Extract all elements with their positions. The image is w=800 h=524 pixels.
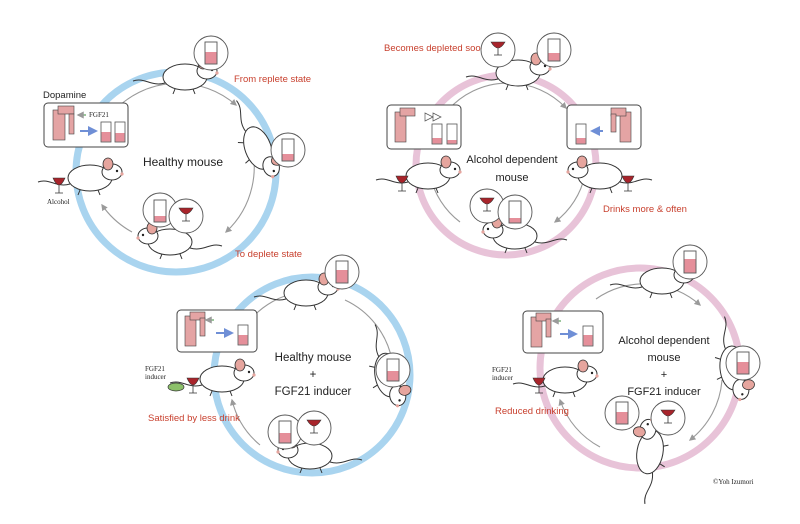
dopamine-box: [176, 309, 258, 353]
center-label-line4: FGF21 inducer: [627, 386, 701, 398]
center-label-line2: mouse: [495, 172, 528, 184]
alcohol-label: Alcohol: [47, 198, 70, 206]
panel-healthy-fgf21: Healthy mouse + FGF21 inducer Satisfied …: [145, 254, 415, 477]
center-label: Healthy mouse: [143, 155, 223, 169]
wine-glass-icon: [621, 175, 635, 192]
dopamine-box-left: [386, 104, 462, 150]
panel-dependent: Alcohol dependent mouse Becomes depleted…: [375, 32, 687, 259]
mouse: [565, 155, 653, 194]
wine-glass-icon: [186, 377, 200, 394]
inducer-label-line1: FGF21: [145, 365, 165, 373]
annotation-from-replete: From replete state: [234, 74, 311, 85]
annotation-depleted-sooner: Becomes depleted sooner: [384, 43, 494, 54]
pill-icon: [167, 382, 185, 392]
cycle-arrow: [344, 299, 395, 362]
panel-healthy: Healthy mouse From replete state To depl…: [37, 35, 311, 276]
center-label-line2: +: [310, 369, 317, 381]
inducer-label-line1: FGF21: [492, 366, 512, 374]
cycle-arrow: [101, 203, 133, 233]
cycle-arrow: [558, 398, 601, 448]
center-label-line1: Alcohol dependent: [618, 335, 709, 347]
cycle-arrow: [230, 398, 261, 446]
mouse: [37, 157, 125, 196]
cycle-arrow: [688, 379, 723, 441]
dopamine-label: Dopamine: [43, 90, 86, 101]
center-label-line3: +: [661, 369, 667, 381]
mouse: [512, 359, 600, 398]
panel-dependent-fgf21: Alcohol dependent mouse + FGF21 inducer …: [492, 244, 761, 507]
inducer-label-line2: inducer: [492, 374, 514, 382]
dopamine-box: [522, 310, 604, 354]
fgf21-label: FGF21: [89, 111, 109, 119]
center-label-line2: mouse: [647, 352, 680, 364]
dopamine-box: FGF21: [43, 102, 129, 148]
center-label-line1: Healthy mouse: [275, 352, 352, 364]
annotation-drinks-more: Drinks more & often: [603, 204, 687, 215]
center-label-line1: Alcohol dependent: [466, 154, 557, 166]
annotation-satisfied: Satisfied by less drink: [148, 413, 240, 424]
dopamine-box-right: [566, 104, 642, 150]
center-label-line3: FGF21 inducer: [275, 386, 352, 398]
annotation-reduced: Reduced drinking: [495, 406, 569, 417]
wine-glass-icon: [395, 175, 409, 192]
wine-glass-icon: [52, 177, 66, 194]
inducer-label-line2: inducer: [145, 373, 167, 381]
wine-glass-icon: [532, 377, 546, 394]
credit: ©Yoh Izumori: [713, 478, 754, 486]
annotation-to-deplete: To deplete state: [235, 249, 302, 260]
